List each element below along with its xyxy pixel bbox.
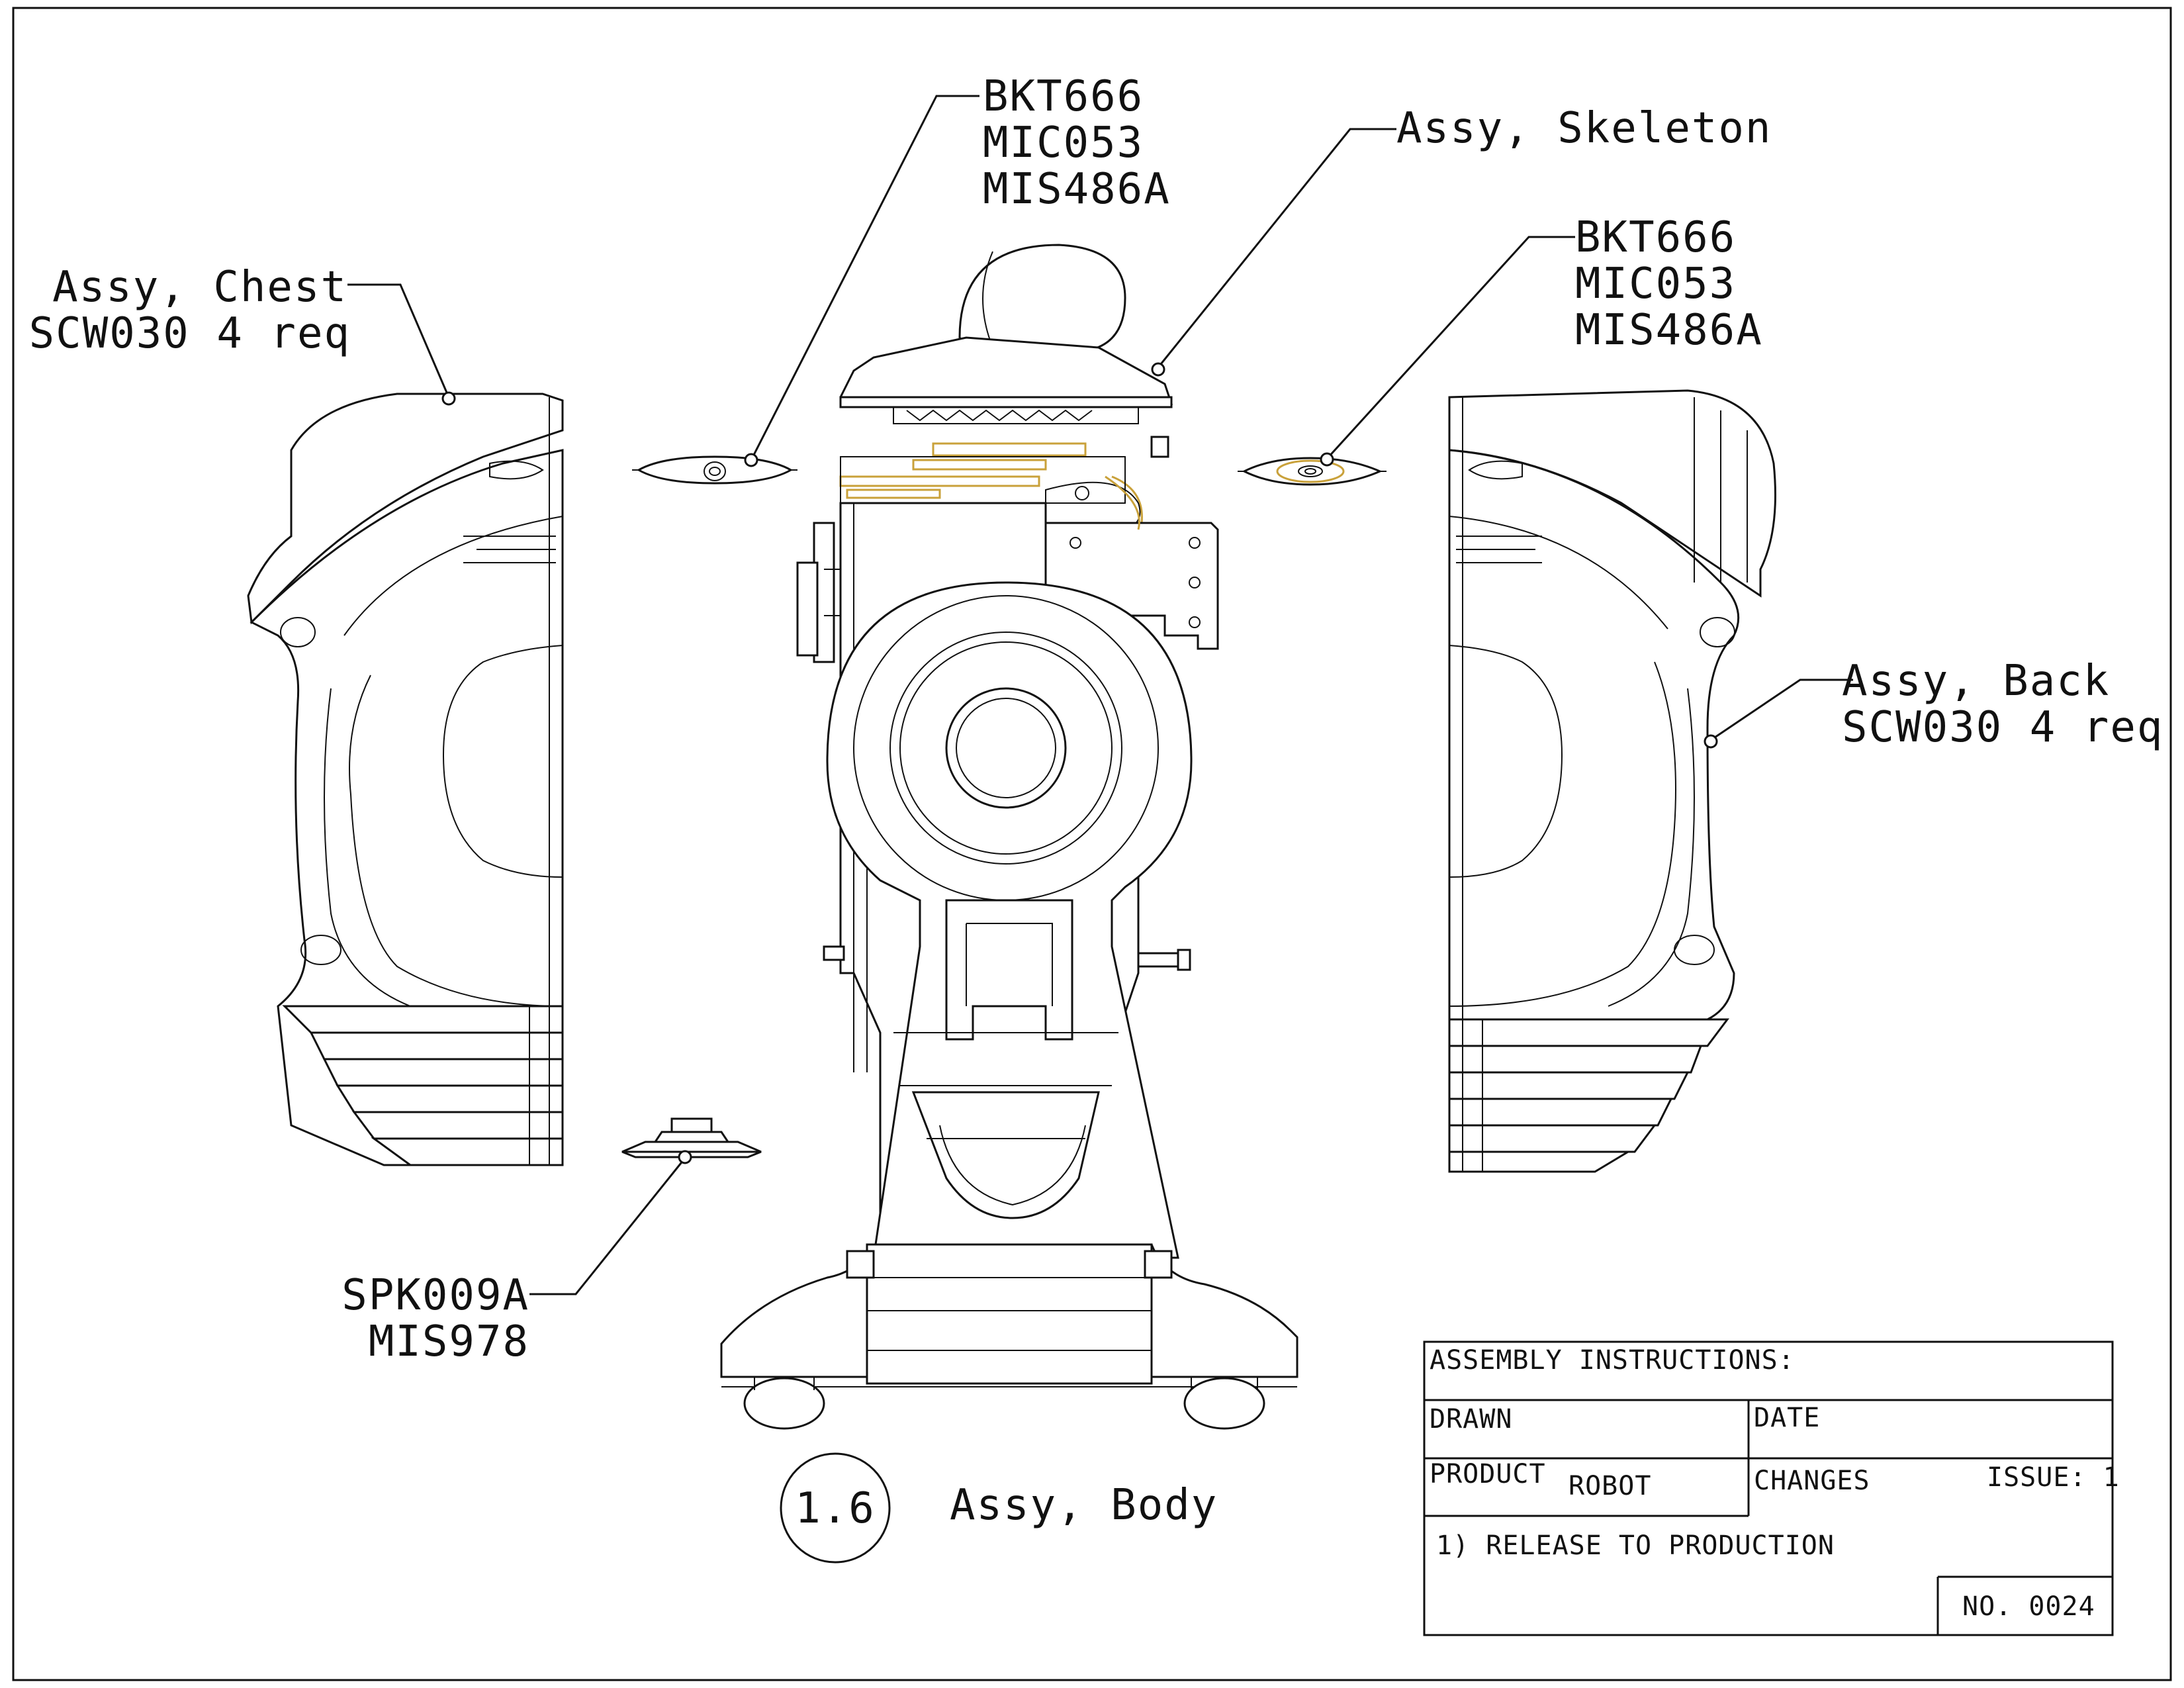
title-block-issue: ISSUE: 1 — [1987, 1462, 2120, 1493]
skeleton-assembly-drawing — [796, 244, 1219, 663]
callout-speaker-line-1: SPK009A — [341, 1271, 529, 1320]
body-assembly-drawing — [720, 475, 1298, 1430]
leader-dot-skeleton — [1151, 362, 1165, 377]
view-title: Assy, Body — [950, 1481, 1218, 1530]
sheet-border — [12, 7, 2172, 1681]
leader-dot-chest — [441, 391, 456, 406]
leader-dot-bracket-left — [744, 453, 758, 467]
title-block-assembly-instructions: ASSEMBLY INSTRUCTIONS: — [1430, 1345, 1795, 1376]
callout-top-left-line-2: MIC053 — [983, 118, 1144, 167]
leader-speaker — [529, 1159, 685, 1295]
bracket-right-drawing — [1238, 457, 1387, 486]
title-block-number: NO. 0024 — [1962, 1591, 2095, 1622]
title-block-note: 1) RELEASE TO PRODUCTION — [1436, 1530, 1835, 1561]
view-label: 1.6 Assy, Body — [780, 1452, 1218, 1564]
leader-back — [1710, 679, 1853, 741]
callout-chest: Assy, Chest SCW030 4 req — [29, 263, 351, 358]
title-block-frame — [1423, 1340, 2114, 1636]
title-block: ASSEMBLY INSTRUCTIONS: DRAWN DATE PRODUC… — [1423, 1340, 2120, 1636]
callout-speaker-line-2: MIS978 — [369, 1317, 529, 1366]
speaker-drawing — [621, 1117, 762, 1158]
bracket-left-drawing — [632, 455, 797, 485]
title-block-product-value: ROBOT — [1569, 1471, 1651, 1501]
callout-top-left-line-3: MIS486A — [983, 165, 1171, 214]
leader-bracket-right — [1326, 236, 1575, 460]
callout-top-right-line-3: MIS486A — [1575, 306, 1763, 355]
leader-dot-bracket-right — [1320, 452, 1334, 467]
view-number: 1.6 — [795, 1484, 876, 1533]
title-block-changes: CHANGES — [1754, 1466, 1870, 1496]
leader-bracket-left — [750, 95, 979, 461]
leader-skeleton — [1157, 128, 1396, 368]
leader-dot-back — [1704, 734, 1718, 749]
callout-skeleton: Assy, Skeleton — [1396, 104, 1772, 153]
leader-lines — [347, 95, 1853, 1295]
title-block-date: DATE — [1754, 1403, 1820, 1433]
callout-speaker: SPK009A MIS978 — [341, 1271, 529, 1366]
callout-back: Assy, Back SCW030 4 req — [1842, 657, 2163, 752]
callout-top-right: BKT666 MIC053 MIS486A — [1575, 213, 1763, 355]
callout-top-right-line-2: MIC053 — [1575, 259, 1736, 308]
callout-top-left: BKT666 MIC053 MIS486A — [983, 72, 1171, 214]
leader-dot-speaker — [678, 1150, 692, 1164]
title-block-product-label: PRODUCT — [1430, 1459, 1546, 1489]
callout-back-line-1: Assy, Back — [1842, 657, 2110, 706]
title-block-drawn: DRAWN — [1430, 1404, 1512, 1434]
callout-back-line-2: SCW030 4 req — [1842, 703, 2163, 752]
leader-chest — [347, 283, 450, 398]
view-number-circle — [780, 1452, 891, 1564]
chest-assembly-drawing — [247, 393, 564, 1166]
callout-top-left-line-1: BKT666 — [983, 72, 1144, 121]
callout-chest-line-1: Assy, Chest — [52, 263, 347, 312]
callout-chest-line-2: SCW030 4 req — [29, 309, 351, 358]
callout-top-right-line-1: BKT666 — [1575, 213, 1736, 262]
back-assembly-drawing — [1448, 389, 1776, 1173]
